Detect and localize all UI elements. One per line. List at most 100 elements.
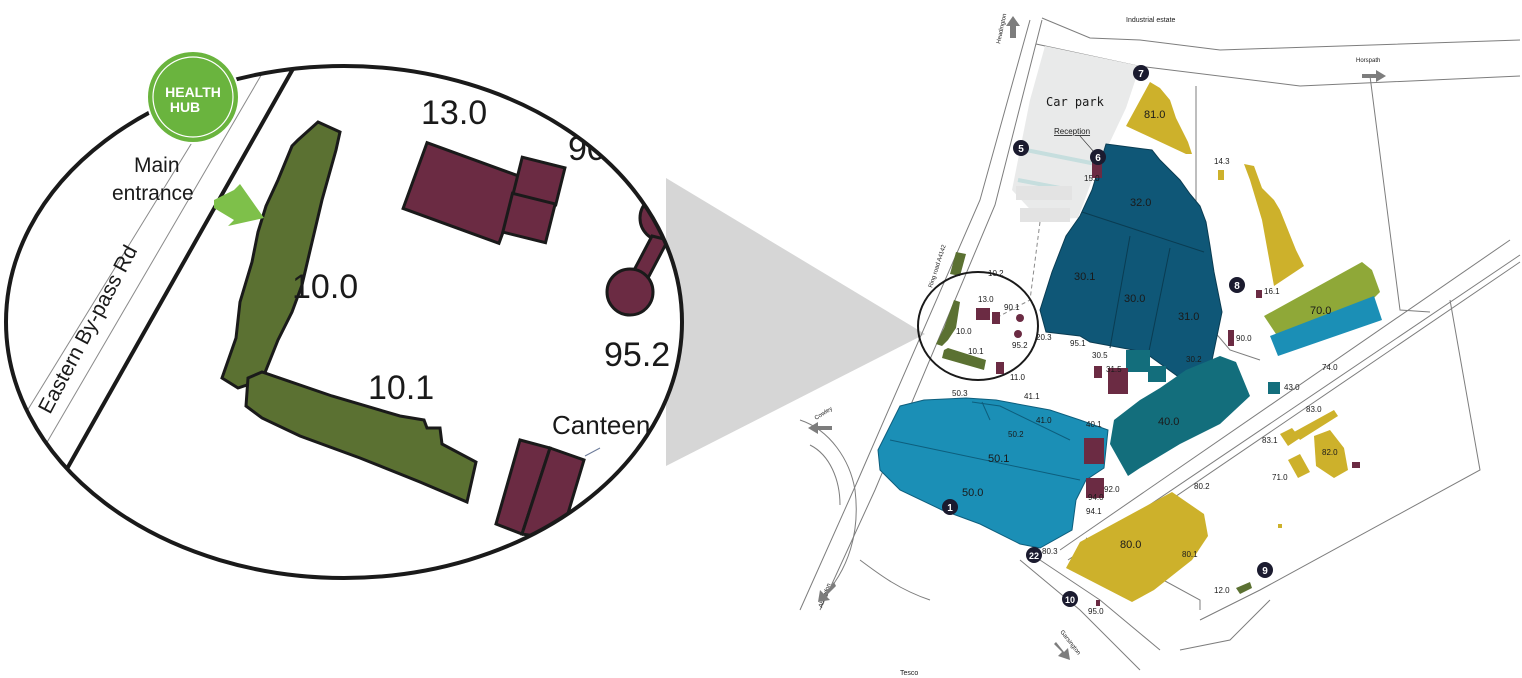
inset-zoom: 13.0 90. 10.0 95.2 10.1 Canteen Eastern … [4, 50, 684, 580]
arrow-right-icon [1362, 70, 1386, 82]
svg-text:9: 9 [1262, 566, 1268, 577]
svg-text:Horspath: Horspath [1356, 58, 1380, 64]
label-82-0: 82.0 [1322, 448, 1338, 457]
arrow-down-right-icon [1054, 642, 1070, 660]
health-hub-line1: HEALTH [165, 84, 221, 100]
building-block-30 [1039, 143, 1223, 379]
inset-building-10-0 [220, 120, 342, 390]
label-90-0: 90.0 [1236, 334, 1252, 343]
markers: 7 5 6 8 1 22 10 9 [942, 65, 1273, 607]
svg-text:Cowley: Cowley [814, 406, 834, 422]
label-50-1: 50.1 [988, 453, 1009, 465]
svg-text:6: 6 [1095, 153, 1101, 164]
entrance-arrow-icon [214, 184, 264, 226]
label-30-2: 30.2 [1186, 355, 1202, 364]
industrial-estate-label: Industrial estate [1126, 17, 1176, 24]
health-hub-badge [146, 50, 240, 144]
label-31-0: 31.0 [1178, 311, 1199, 323]
label-14-3: 14.3 [1214, 157, 1230, 166]
inset-label-canteen: Canteen [552, 410, 650, 440]
label-80-0: 80.0 [1120, 539, 1141, 551]
marker-7: 7 [1133, 65, 1149, 81]
direction-horspath: Horspath [1356, 58, 1386, 82]
label-20-3: 20.3 [1036, 333, 1052, 342]
inset-building-10-1 [244, 370, 478, 505]
building-40-0 [1110, 356, 1250, 476]
label-80-1: 80.1 [1182, 550, 1198, 559]
svg-text:1: 1 [947, 503, 953, 514]
label-30-0: 30.0 [1124, 293, 1145, 305]
label-80-3: 80.3 [1042, 547, 1058, 556]
svg-text:5: 5 [1018, 144, 1024, 155]
label-12-0: 12.0 [1214, 586, 1230, 595]
arrow-down-left-icon [818, 582, 836, 602]
direction-garsington: Garsington [1054, 630, 1081, 660]
marker-22: 22 [1026, 547, 1042, 563]
label-92-0: 92.0 [1104, 485, 1120, 494]
svg-text:22: 22 [1029, 551, 1039, 561]
site-labels: 81.0 15.0 32.0 14.3 30.1 30.0 31.0 16.1 … [952, 109, 1338, 616]
label-83-0: 83.0 [1306, 405, 1322, 414]
arrow-up-icon [1006, 16, 1020, 38]
direction-abingdon: Abingdon [818, 582, 836, 609]
arrow-left-icon [808, 422, 832, 434]
label-32-0: 32.0 [1130, 197, 1151, 209]
svg-text:8: 8 [1234, 281, 1240, 292]
label-41-1: 41.1 [1024, 392, 1040, 401]
inset-label-10-1: 10.1 [368, 369, 434, 407]
label-13-0: 13.0 [978, 295, 994, 304]
inset-label-entrance-1: Main [134, 154, 180, 177]
marker-9: 9 [1257, 562, 1273, 578]
reception-label: Reception [1054, 127, 1090, 136]
label-50-2: 50.2 [1008, 430, 1024, 439]
svg-text:10: 10 [1065, 595, 1075, 605]
marker-8: 8 [1229, 277, 1245, 293]
label-70-0: 70.0 [1310, 305, 1331, 317]
label-50-0: 50.0 [962, 487, 983, 499]
site-plan: 81.0 15.0 32.0 14.3 30.1 30.0 31.0 16.1 … [799, 13, 1521, 677]
label-10-1: 10.1 [968, 347, 984, 356]
marker-6: 6 [1090, 149, 1106, 165]
label-15-0: 15.0 [1084, 174, 1100, 183]
tesco-label: Tesco [900, 670, 918, 677]
label-95-2: 95.2 [1012, 341, 1028, 350]
inset-label-13-0: 13.0 [421, 94, 487, 132]
label-30-1: 30.1 [1074, 271, 1095, 283]
label-43-0: 43.0 [1284, 383, 1300, 392]
label-10-0: 10.0 [956, 327, 972, 336]
label-30-5: 30.5 [1092, 351, 1108, 360]
label-11-0: 11.0 [1010, 373, 1026, 382]
inset-label-10-0: 10.0 [292, 268, 358, 306]
label-31-5: 31.5 [1106, 365, 1122, 374]
label-94-1: 94.1 [1086, 507, 1102, 516]
health-hub-line2: HUB [170, 99, 200, 115]
inset-label-95-2: 95.2 [604, 336, 670, 374]
label-95-0: 95.0 [1088, 607, 1104, 616]
label-50-3: 50.3 [952, 389, 968, 398]
label-74-0: 74.0 [1322, 363, 1338, 372]
direction-cowley: Cowley [808, 406, 834, 434]
label-90-1: 90.1 [1004, 303, 1020, 312]
svg-text:7: 7 [1138, 69, 1144, 80]
svg-text:Headington: Headington [996, 13, 1008, 44]
inset-label-entrance-2: entrance [112, 182, 194, 205]
direction-headington: Headington [996, 13, 1020, 44]
car-park-label: Car park [1046, 95, 1105, 109]
label-40-0: 40.0 [1158, 416, 1179, 428]
marker-10: 10 [1062, 591, 1078, 607]
marker-1: 1 [942, 499, 958, 515]
label-95-1: 95.1 [1070, 339, 1086, 348]
label-80-2: 80.2 [1194, 482, 1210, 491]
building-block-50 [877, 397, 1109, 549]
callout-wedge [666, 178, 925, 466]
label-83-1: 83.1 [1262, 436, 1278, 445]
label-81-0: 81.0 [1144, 109, 1165, 121]
label-71-0: 71.0 [1272, 473, 1288, 482]
health-hub-area-circle [917, 271, 1039, 381]
building-70-0 [1264, 262, 1380, 340]
marker-5: 5 [1013, 140, 1029, 156]
label-41-0: 41.0 [1036, 416, 1052, 425]
label-94-0: 94.0 [1088, 493, 1104, 502]
